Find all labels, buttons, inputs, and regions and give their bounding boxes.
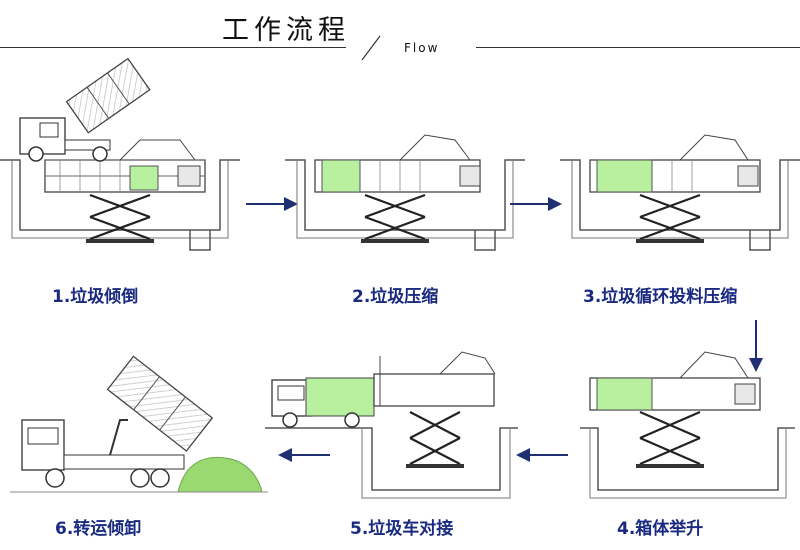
header-rule-left [0, 47, 346, 48]
step6-scene [10, 355, 268, 493]
compartment [596, 377, 653, 411]
page-title: 工作流程 [222, 15, 350, 46]
step4-scene [580, 351, 795, 499]
step-label-3: 3.垃圾循环投料压缩 [583, 287, 738, 307]
step2-scene [284, 134, 526, 251]
header-rule-right [476, 47, 800, 48]
step3-scene [559, 134, 800, 251]
page-subtitle: Flow [404, 41, 440, 55]
step-label-5: 5.垃圾车对接 [350, 519, 454, 539]
step-label-6: 6.转运倾卸 [55, 519, 142, 539]
step-label-1: 1.垃圾倾倒 [52, 287, 139, 307]
arrow-down [749, 320, 763, 372]
compartment [596, 159, 653, 193]
garbage-pile [177, 456, 263, 493]
step-label-4: 4.箱体举升 [617, 519, 704, 539]
step5-scene [265, 351, 518, 499]
arrow-right-2 [510, 197, 562, 211]
arrow-right-1 [246, 197, 298, 211]
compartment [129, 165, 159, 191]
step1-scene [0, 57, 241, 251]
step-label-2: 2.垃圾压缩 [352, 287, 439, 307]
arrow-left-1 [516, 448, 568, 462]
compartment [321, 159, 361, 193]
arrow-left-2 [278, 448, 330, 462]
